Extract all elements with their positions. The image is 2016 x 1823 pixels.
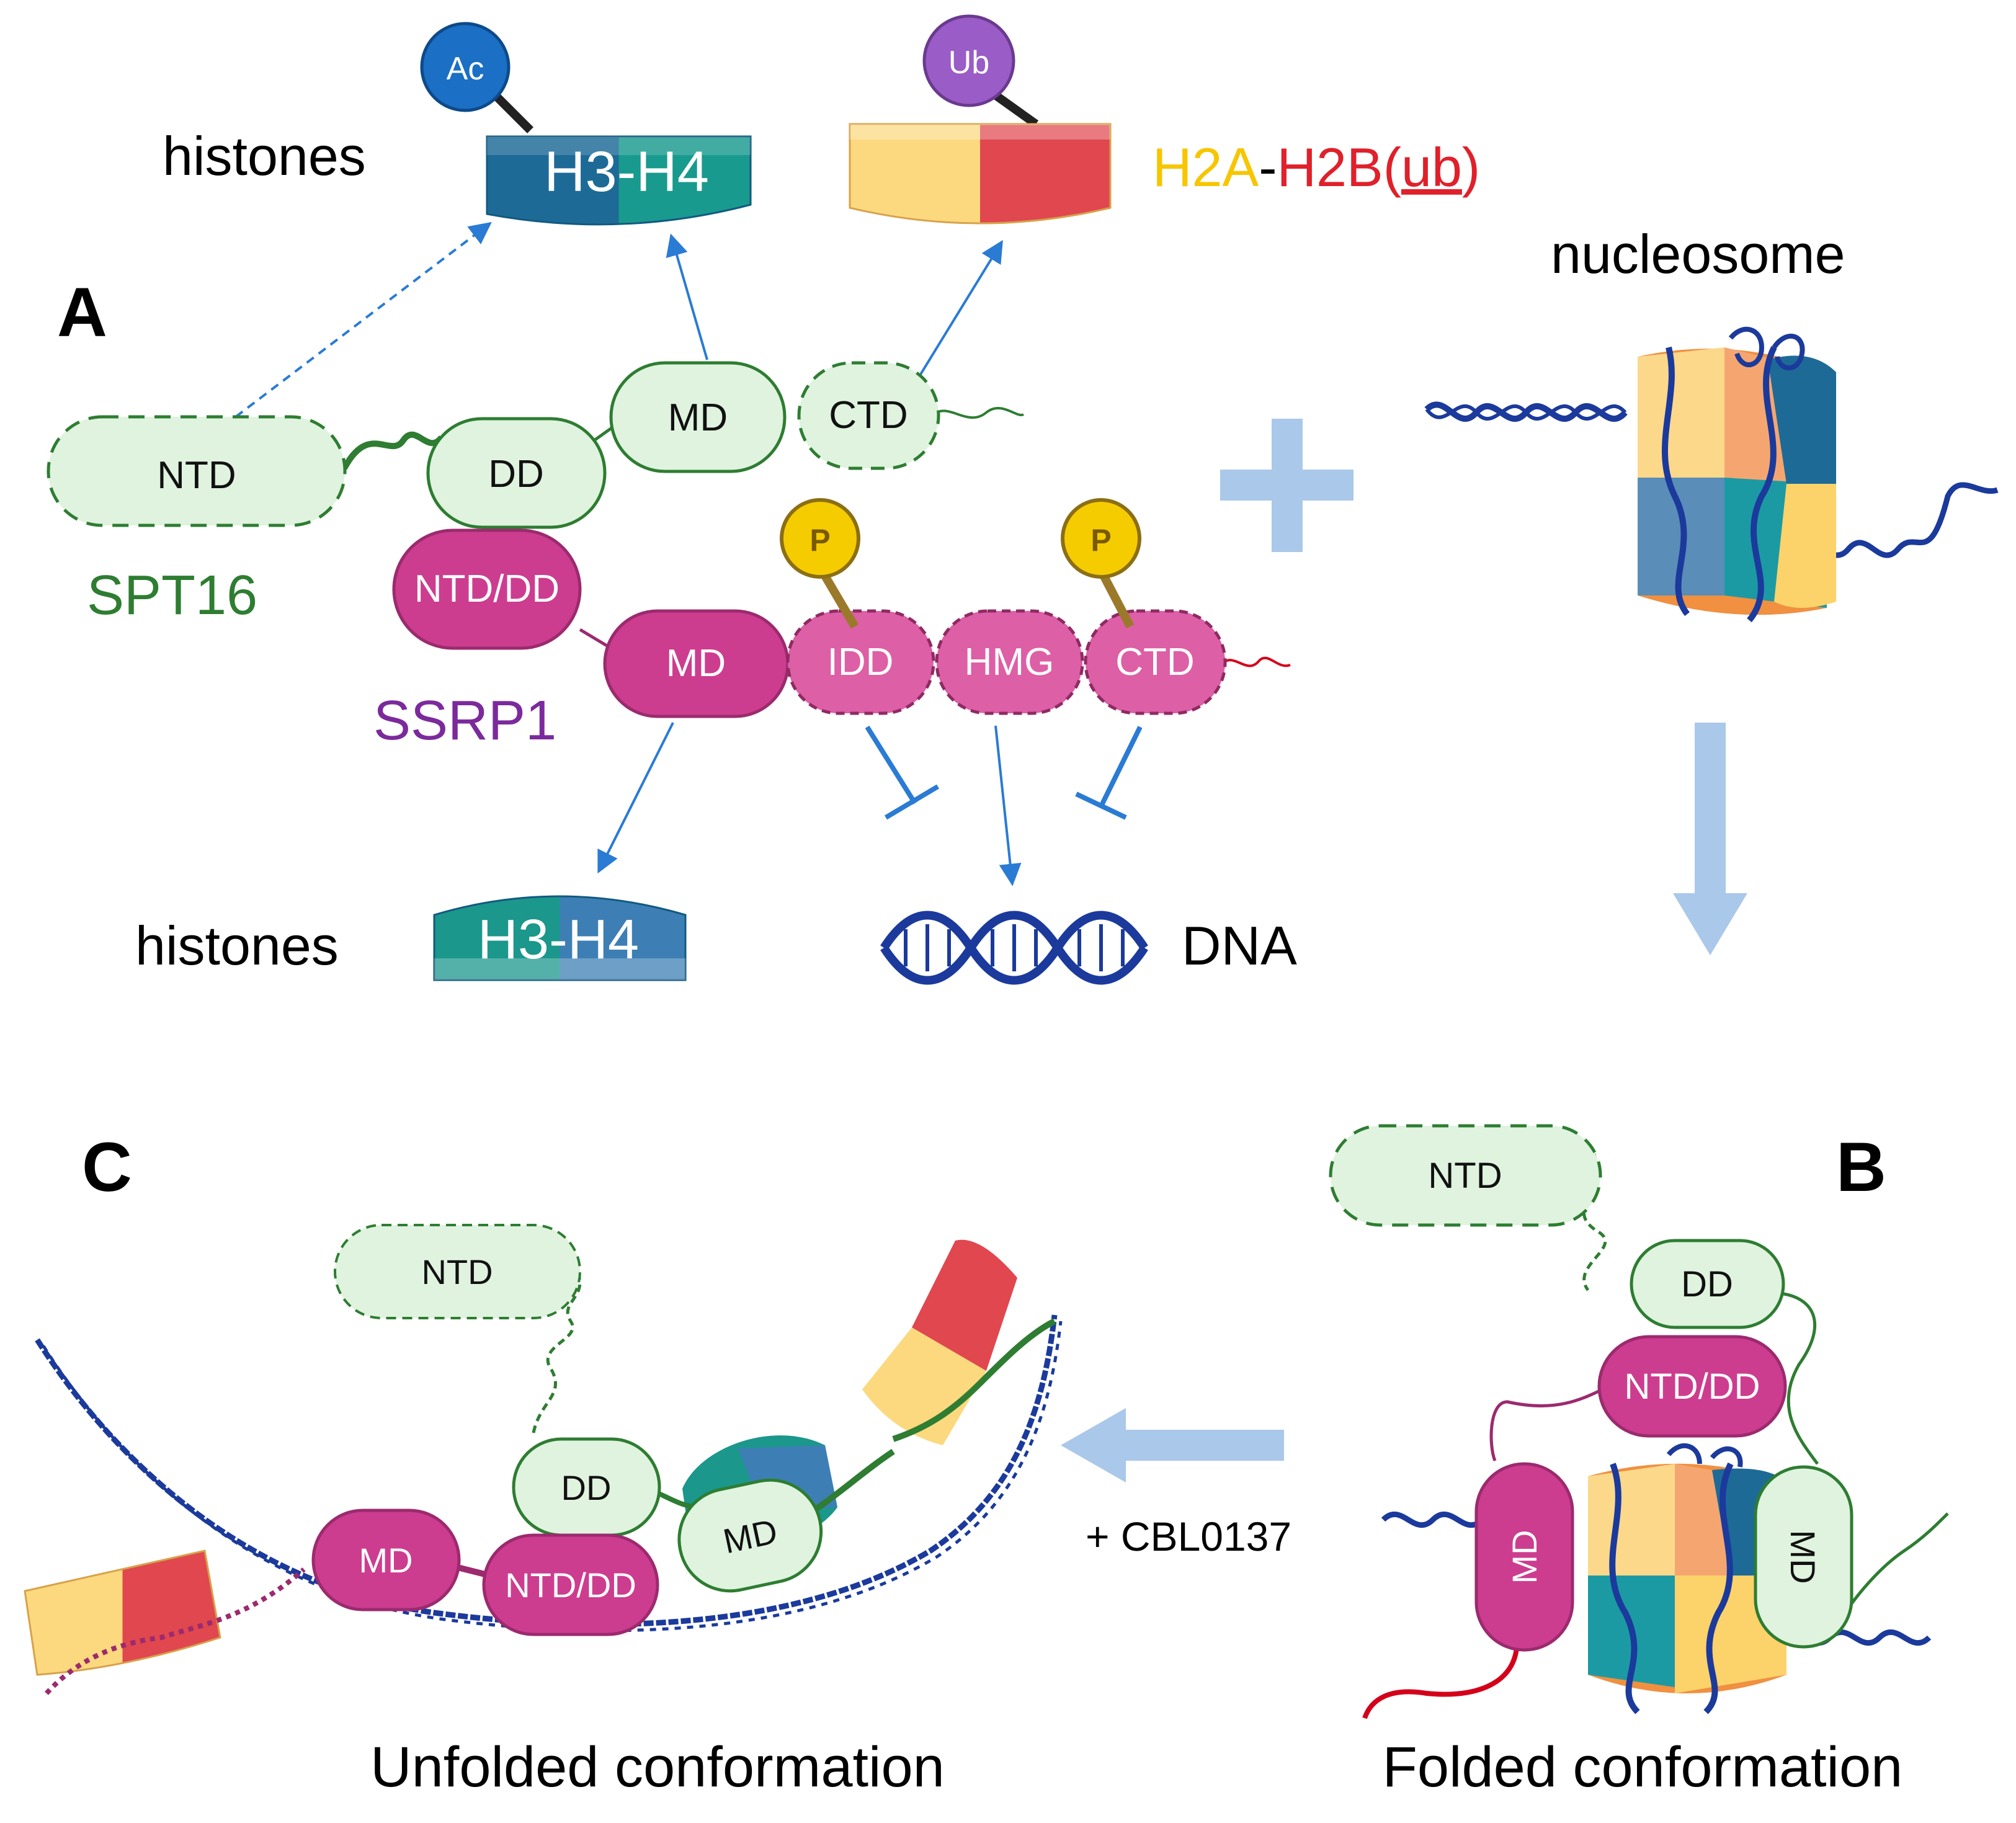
ssrp1-ntd-dd-domain xyxy=(392,528,582,650)
arrow-ntd-to-h3h4 xyxy=(234,221,492,418)
nucleosome-label: nucleosome xyxy=(1551,223,1845,285)
unfolded-ntd-dd-domain xyxy=(482,1533,659,1636)
folded-md-spt16-label: MD xyxy=(1783,1530,1822,1584)
h2a-h2b-dash: - xyxy=(1259,136,1277,198)
unfolded-ntd-dd-label: NTD/DD xyxy=(505,1566,636,1605)
histones-top-label: histones xyxy=(163,125,366,187)
panel-c-letter: C xyxy=(82,1128,132,1206)
ssrp1-md-domain xyxy=(603,609,790,718)
plus-icon xyxy=(1220,419,1354,552)
phospho-badge-idd-label: P xyxy=(810,523,830,558)
unfolded-md-spt16-domain: MD xyxy=(677,1478,823,1593)
h3-h4-top-label: H3-H4 xyxy=(544,140,709,203)
phospho-badge-idd: P xyxy=(780,498,860,629)
folded-md-ssrp1-domain xyxy=(1474,1462,1574,1652)
ssrp1-idd-label: IDD xyxy=(827,641,894,684)
ub-paren-label: ub xyxy=(1401,136,1462,198)
spt16-ntd-domain xyxy=(47,415,347,527)
down-arrow xyxy=(1673,723,1747,955)
h2a-label: H2A xyxy=(1153,136,1259,198)
folded-ntd-dd-label: NTD/DD xyxy=(1624,1366,1760,1407)
unfolded-complex: NTD DD MD MD NTD/DD xyxy=(24,1224,1063,1695)
dna-label: DNA xyxy=(1182,915,1297,976)
folded-dd-label: DD xyxy=(1681,1264,1733,1304)
inhibit-ctd-dna xyxy=(1075,726,1143,820)
arrow-md-to-h3h4-bottom xyxy=(597,722,674,874)
folded-ntd-label: NTD xyxy=(1428,1156,1502,1196)
ssrp1-ctd-domain xyxy=(1084,609,1227,715)
dna-icon xyxy=(880,911,1148,985)
spt16-ctd-label: CTD xyxy=(829,394,908,437)
unfolded-caption: Unfolded conformation xyxy=(370,1736,945,1799)
left-arrow xyxy=(1061,1408,1284,1482)
folded-caption: Folded conformation xyxy=(1383,1736,1903,1799)
histones-bottom-label: histones xyxy=(135,915,339,976)
spt16-md-label: MD xyxy=(668,396,728,439)
ssrp1-hmg-domain xyxy=(935,609,1084,715)
drug-label: + CBL0137 xyxy=(1086,1513,1291,1559)
arrow-md-to-h3h4 xyxy=(666,233,708,360)
folded-ntd-domain xyxy=(1329,1124,1602,1227)
ssrp1-name: SSRP1 xyxy=(373,690,556,752)
spt16-dd-label: DD xyxy=(488,453,544,496)
ubiquitin-badge: Ub xyxy=(922,14,1015,107)
ssrp1-ctd-label: CTD xyxy=(1115,641,1194,684)
acetyl-badge: Ac xyxy=(420,22,511,112)
ssrp1-md-label: MD xyxy=(666,642,726,685)
folded-md-spt16-domain xyxy=(1754,1465,1853,1649)
phospho-badge-ctd: P xyxy=(1061,498,1141,629)
inhibit-idd-dna xyxy=(865,725,940,820)
folded-dd-domain xyxy=(1630,1239,1785,1329)
spt16-ntd-label: NTD xyxy=(157,454,236,497)
arrow-ctd-to-h2a-h2b xyxy=(917,239,1003,380)
ssrp1-ntd-dd-label: NTD/DD xyxy=(414,568,560,610)
arrow-hmg-to-dna xyxy=(994,725,1022,886)
unfolded-md-ssrp1-label: MD xyxy=(359,1541,413,1580)
ssrp1-hmg-label: HMG xyxy=(965,641,1055,684)
ssrp1-idd-domain xyxy=(786,609,935,715)
h3-h4-bottom-label: H3-H4 xyxy=(478,909,639,971)
h3-h4-bottom-histone: H3-H4 xyxy=(433,895,687,981)
unfolded-ntd-domain xyxy=(334,1224,581,1319)
unfolded-md-ssrp1-domain xyxy=(311,1509,461,1611)
ubiquitin-badge-label: Ub xyxy=(948,45,989,81)
folded-md-ssrp1-label: MD xyxy=(1505,1530,1544,1584)
h2a-h2b-ub-label: H2A-H2B(ub) xyxy=(1153,136,1480,198)
unfolded-dd-label: DD xyxy=(561,1468,612,1507)
ssrp1-protein: NTD/DD MD IDD HMG CTD P P xyxy=(392,498,1291,718)
phospho-badge-ctd-label: P xyxy=(1091,523,1111,558)
h2b-close-paren: ) xyxy=(1462,136,1480,198)
unfolded-ntd-label: NTD xyxy=(421,1252,493,1291)
panel-b-letter: B xyxy=(1836,1128,1886,1206)
h2b-label: H2B( xyxy=(1277,136,1402,198)
nucleosome-icon xyxy=(1424,326,1999,623)
h3-h4-top-histone: H3-H4 xyxy=(486,90,752,226)
panel-a-letter: A xyxy=(57,274,107,351)
acetyl-badge-label: Ac xyxy=(447,51,484,87)
spt16-ctd-domain xyxy=(797,361,940,470)
spt16-md-domain xyxy=(609,361,787,473)
spt16-dd-domain xyxy=(426,417,607,529)
h2a-h2b-top-histone xyxy=(849,89,1112,225)
spt16-name: SPT16 xyxy=(87,564,257,626)
folded-complex: NTD DD NTD/DD MD MD xyxy=(1329,1124,1949,1719)
folded-ntd-dd-domain xyxy=(1597,1335,1787,1438)
spt16-protein: NTD DD MD CTD xyxy=(47,361,1025,529)
